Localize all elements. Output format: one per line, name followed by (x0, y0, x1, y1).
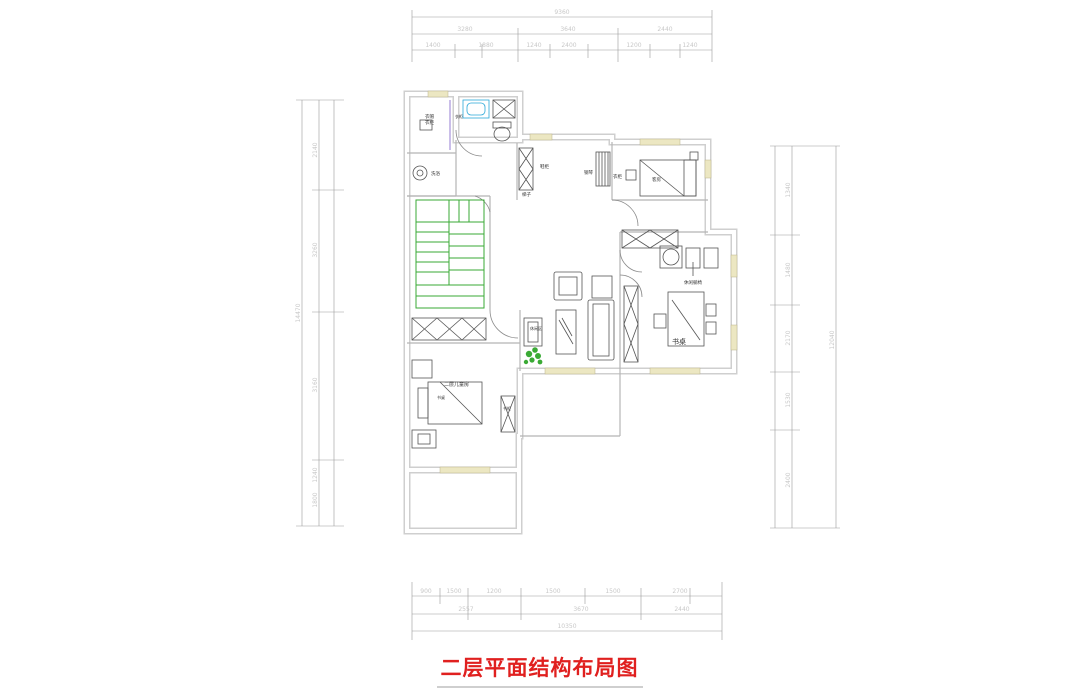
dim-top-3: 2440 (657, 26, 672, 33)
kids-bed-icon (411, 359, 483, 449)
shoe-cabinet (518, 147, 534, 191)
bookshelf (623, 285, 639, 363)
cabinets (411, 147, 679, 433)
study-desk (667, 291, 705, 347)
dim-top-r3-4: 2400 (561, 42, 576, 49)
bathtub-icon (462, 99, 490, 119)
label-kids-desk: 书桌 (437, 394, 445, 400)
title-container: 二层平面结构布局图 (0, 652, 1079, 688)
sink-icon (412, 165, 428, 181)
dim-bottom-r1-3: 1200 (486, 588, 501, 595)
dim-bottom-r2-2: 3670 (573, 606, 588, 613)
piano-icon (595, 151, 611, 187)
label-armchair: 休闲躺椅 (684, 279, 702, 286)
staircase (415, 199, 485, 309)
label-wardrobe-top: 衣柜 (613, 173, 622, 180)
dim-top-1: 3280 (457, 26, 472, 33)
label-guest-room: 客房 (652, 176, 661, 183)
partitions (407, 140, 708, 437)
label-closet-b: 衣柜 (425, 119, 434, 126)
doors (455, 129, 643, 339)
label-piano: 钢琴 (584, 169, 593, 176)
dim-top-r3-3: 1240 (526, 42, 541, 49)
study-furniture (653, 245, 719, 347)
dim-top-2: 3640 (560, 26, 575, 33)
dim-bottom-r1-4: 1500 (545, 588, 560, 595)
dim-bottom-r2-3: 2440 (674, 606, 689, 613)
dim-left-4: 1240 (312, 467, 319, 482)
dim-bottom-total: 10350 (557, 623, 576, 630)
dim-right-5: 2400 (785, 472, 792, 487)
dim-right-1: 1340 (785, 182, 792, 197)
windows (427, 90, 738, 474)
dim-left-2: 3260 (312, 242, 319, 257)
side-cabinet (523, 317, 543, 347)
label-closet-a: 衣帽 (425, 113, 434, 120)
dim-right-total: 12040 (829, 330, 836, 349)
label-kids-room: 二层儿童房 (444, 381, 469, 388)
dim-bottom-r1-6: 2700 (672, 588, 687, 595)
dim-top-r3-5: 1200 (626, 42, 641, 49)
label-bookshelf: 书柜 (503, 405, 511, 411)
dimension-labels: 9360 3280 3640 2440 1400 1880 1240 2400 … (295, 9, 836, 630)
dim-top-r3-6: 1240 (682, 42, 697, 49)
label-shoe-cabinet: 鞋柜 (540, 163, 549, 170)
dim-bottom-r1-1: 900 (420, 588, 432, 595)
label-washroom: 洗浴 (431, 170, 440, 177)
dim-right-3: 2170 (785, 330, 792, 345)
dim-top-r3-2: 1880 (478, 42, 493, 49)
living-furniture (523, 271, 615, 361)
dim-left-total: 14470 (295, 303, 302, 322)
dim-top-r3-1: 1400 (425, 42, 440, 49)
plant-icon (523, 347, 543, 365)
dim-bottom-r1-2: 1500 (446, 588, 461, 595)
round-table (659, 245, 683, 269)
dim-left-1: 2140 (312, 142, 319, 157)
wardrobe-top (621, 229, 679, 249)
guest-bed-icon (625, 151, 699, 197)
dim-top-total: 9360 (554, 9, 569, 16)
dim-left-3: 3160 (312, 377, 319, 392)
armchair-icon (553, 271, 583, 301)
dimension-lines (296, 10, 840, 640)
kids-wardrobe (411, 317, 487, 341)
label-lounge: 休闲区 (530, 325, 542, 331)
coffee-table (555, 309, 577, 355)
bathroom (412, 99, 516, 181)
page-title-text: 二层平面结构布局图 (440, 656, 639, 680)
page-title: 二层平面结构布局图 (436, 652, 643, 688)
label-study: 书桌 (672, 337, 686, 346)
dim-bottom-r1-5: 1500 (605, 588, 620, 595)
dim-right-2: 1480 (785, 262, 792, 277)
label-ladder: 梯子 (522, 191, 531, 198)
dim-left-5: 1800 (312, 492, 319, 507)
sofa-icon (587, 299, 615, 361)
toilet-icon (492, 121, 512, 129)
dim-bottom-r2-1: 2557 (458, 606, 473, 613)
dim-right-4: 1530 (785, 392, 792, 407)
room-labels: 衣帽 衣柜 洗浴 鞋柜 衣柜 钢琴 梯子 客房 休闲躺椅 书桌 二层儿童房 书桌… (425, 113, 702, 411)
label-kids-wardrobe: 衣柜 (455, 113, 463, 119)
